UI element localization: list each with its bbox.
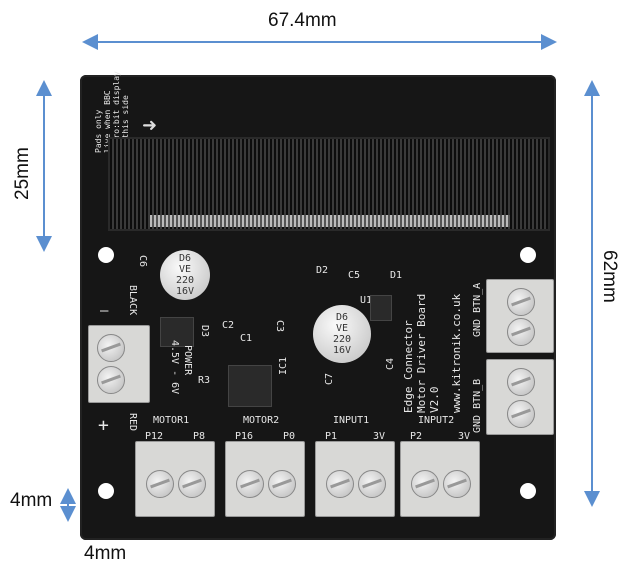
arrow-icon: ➜ (142, 115, 158, 135)
c7-label: C7 (324, 372, 335, 385)
kitronik-url: www.kitronik.co.uk (450, 293, 463, 413)
terminal-block-input1 (315, 441, 395, 517)
power-label: POWER (182, 345, 193, 376)
screw-icon (268, 470, 296, 498)
power-terminal-block (88, 325, 150, 403)
mount-hole (520, 483, 536, 499)
pin-label: P12 (145, 431, 164, 442)
height-label: 62mm (599, 250, 620, 303)
c6-label: C6 (137, 255, 148, 268)
hole-x-label: 4mm (84, 543, 127, 564)
screw-icon (358, 470, 386, 498)
pin-label: 3V (458, 431, 471, 442)
mount-hole (520, 247, 536, 263)
c1-label: C1 (240, 333, 253, 344)
group-label: MOTOR1 (153, 415, 190, 426)
screw-icon (411, 470, 439, 498)
red-label: RED (127, 413, 138, 432)
mount-hole (98, 247, 114, 263)
screw-icon (326, 470, 354, 498)
screw-icon (97, 334, 125, 362)
screw-icon (507, 400, 535, 428)
pin-label: P16 (235, 431, 254, 442)
btn-a-label: GND BTN_A (472, 282, 483, 337)
width-label: 67.4mm (268, 10, 337, 31)
screw-icon (507, 368, 535, 396)
d3-label: D3 (199, 325, 210, 338)
terminal-block-input2 (400, 441, 480, 517)
terminal-block-motor1 (135, 441, 215, 517)
connector-depth-label: 25mm (12, 147, 33, 200)
group-label: INPUT2 (418, 415, 455, 426)
pin-label: P2 (410, 431, 423, 442)
hole-y-label: 4mm (10, 490, 53, 511)
group-label: INPUT1 (333, 415, 370, 426)
screw-icon (97, 366, 125, 394)
ic1-label: IC1 (278, 356, 289, 375)
screw-icon (507, 318, 535, 346)
terminal-block-motor2 (225, 441, 305, 517)
screw-icon (443, 470, 471, 498)
pin-label: P1 (325, 431, 338, 442)
pin-label: P0 (283, 431, 296, 442)
connector-pins (150, 215, 510, 227)
d2-label: D2 (316, 265, 329, 276)
c5-label: C5 (348, 270, 361, 281)
btn-b-label: GND BTN_B (472, 378, 483, 433)
group-label: MOTOR2 (243, 415, 280, 426)
d1-label: D1 (390, 270, 403, 281)
c3-label: C3 (274, 320, 285, 333)
minus-label: — (100, 303, 109, 319)
screw-icon (146, 470, 174, 498)
btn-b-terminal-block (486, 359, 554, 435)
u1-label: U1 (360, 295, 373, 306)
c2-label: C2 (222, 320, 235, 331)
r3-label: R3 (198, 375, 211, 386)
screw-icon (178, 470, 206, 498)
power-range-label: 4.5V - 6V (169, 340, 180, 395)
pin-label: P8 (193, 431, 206, 442)
capacitor-c7: D6 VE 220 16V (313, 305, 371, 363)
c4-label: C4 (385, 357, 396, 370)
d3-diode (160, 317, 194, 347)
btn-a-terminal-block (486, 279, 554, 353)
capacitor-c6: D6 VE 220 16V (160, 250, 210, 300)
black-label: BLACK (127, 285, 138, 316)
motor-driver-board: GNDP20P193VP16P15P14P13P2P12P11P10P9P8P1… (80, 71, 556, 540)
plus-label: + (98, 415, 109, 436)
mount-hole (98, 483, 114, 499)
pin-label: 3V (373, 431, 386, 442)
screw-icon (236, 470, 264, 498)
screw-icon (507, 288, 535, 316)
u1-chip (370, 295, 392, 321)
ic1-chip (228, 365, 272, 407)
